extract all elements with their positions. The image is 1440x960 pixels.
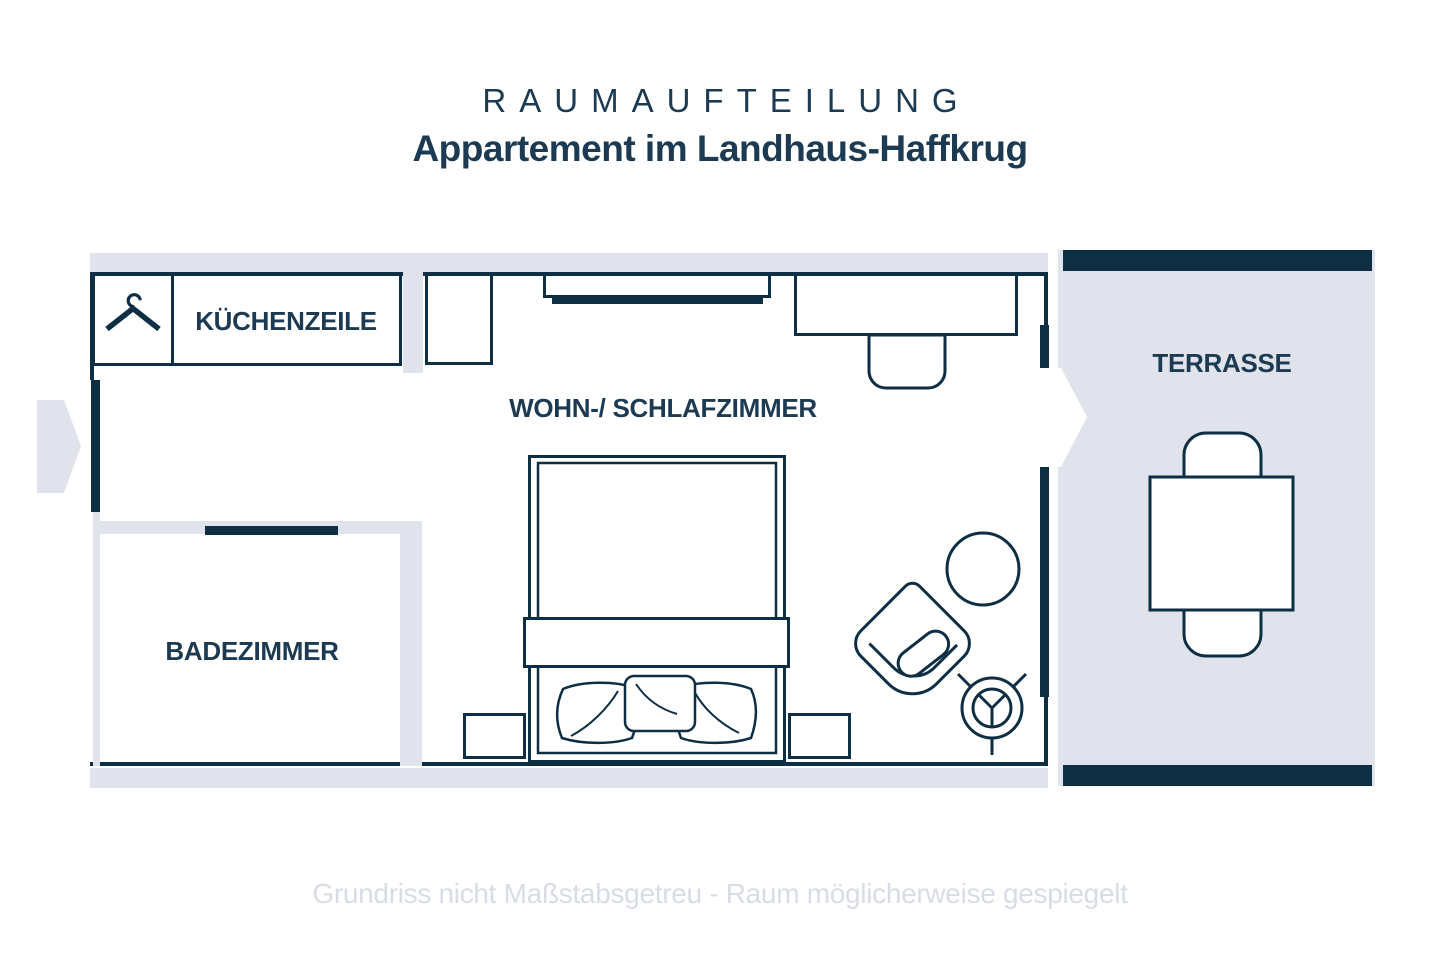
page-title: RAUMAUFTEILUNG	[482, 82, 971, 119]
tv	[552, 295, 763, 304]
room-label-kitchen: KÜCHENZEILE	[195, 306, 377, 336]
armchair	[854, 581, 971, 696]
nightstand-left	[463, 713, 526, 759]
desk-chair	[867, 333, 947, 390]
bathroom-walls	[93, 272, 423, 766]
terrace-door-arrow	[1046, 368, 1087, 467]
entrance-arrow	[37, 400, 81, 493]
wardrobe	[92, 273, 174, 366]
hanger-icon	[105, 293, 161, 332]
terrace-table	[1148, 475, 1295, 612]
terrace-chair-top	[1182, 431, 1263, 483]
terrace-chair-bottom	[1182, 608, 1263, 658]
bed-runner	[523, 617, 790, 668]
bed-pillows	[556, 674, 758, 745]
room-label-terrace: TERRASSE	[1152, 348, 1292, 378]
page-subtitle: Appartement im Landhaus-Haffkrug	[412, 128, 1028, 169]
closet	[425, 273, 493, 365]
bathroom-door	[205, 526, 338, 535]
terrace	[1058, 250, 1375, 786]
sideboard	[543, 273, 771, 298]
disclaimer-text: Grundriss nicht Maßstabsgetreu - Raum mö…	[312, 878, 1128, 909]
swivel-stool	[956, 672, 1028, 755]
bed	[523, 455, 790, 763]
kitchenette	[171, 273, 402, 366]
desk	[794, 273, 1018, 336]
room-label-bath: BADEZIMMER	[165, 636, 339, 666]
armchair-cushion	[896, 629, 951, 678]
room-label-living: WOHN-/ SCHLAFZIMMER	[509, 393, 817, 423]
nightstand-right	[788, 713, 851, 759]
side-table	[945, 531, 1021, 607]
